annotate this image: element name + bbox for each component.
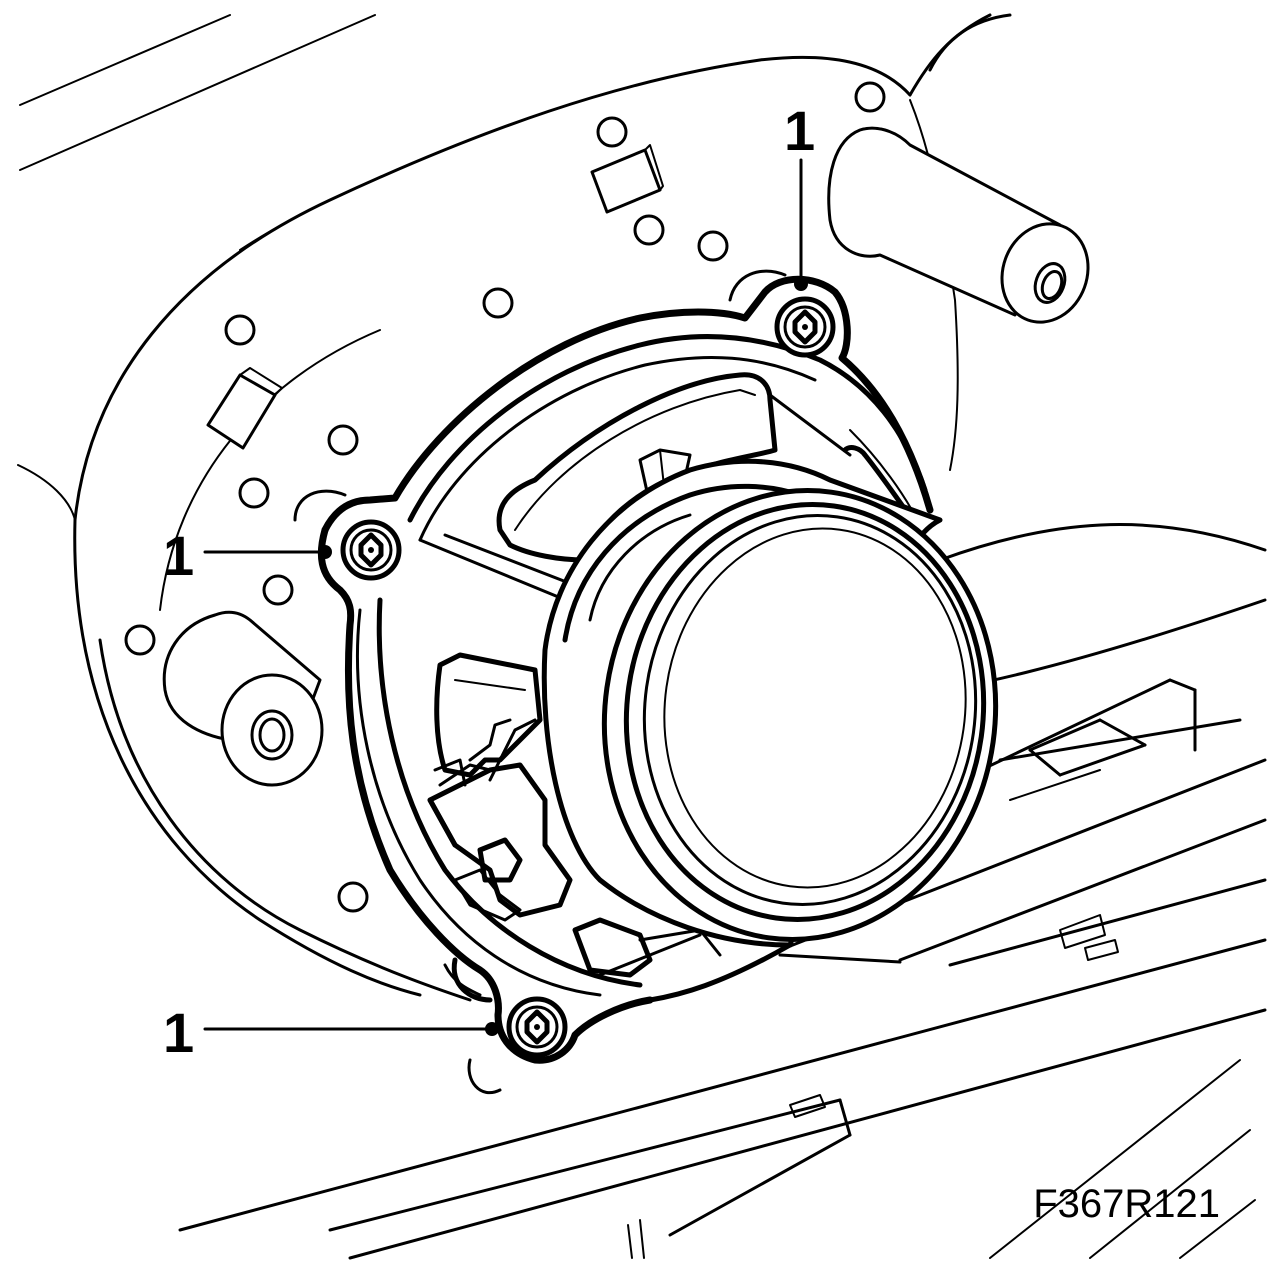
speaker-magnet xyxy=(541,458,999,948)
callout-label-bottom: 1 xyxy=(163,1001,194,1064)
upper-boss xyxy=(827,126,1090,324)
lower-boss xyxy=(162,269,787,787)
speaker-frame xyxy=(317,275,934,1064)
callout-label-top: 1 xyxy=(784,99,815,162)
screw-left xyxy=(340,519,402,581)
panel-holes xyxy=(124,81,886,913)
screw-top xyxy=(774,296,836,358)
panel-clips xyxy=(206,144,664,450)
callout-label-left: 1 xyxy=(163,524,194,587)
callout-leaders xyxy=(203,158,808,1036)
figure-code: F367R121 xyxy=(1033,1182,1220,1226)
speaker-connector xyxy=(427,718,573,922)
screw-bottom xyxy=(506,996,568,1058)
